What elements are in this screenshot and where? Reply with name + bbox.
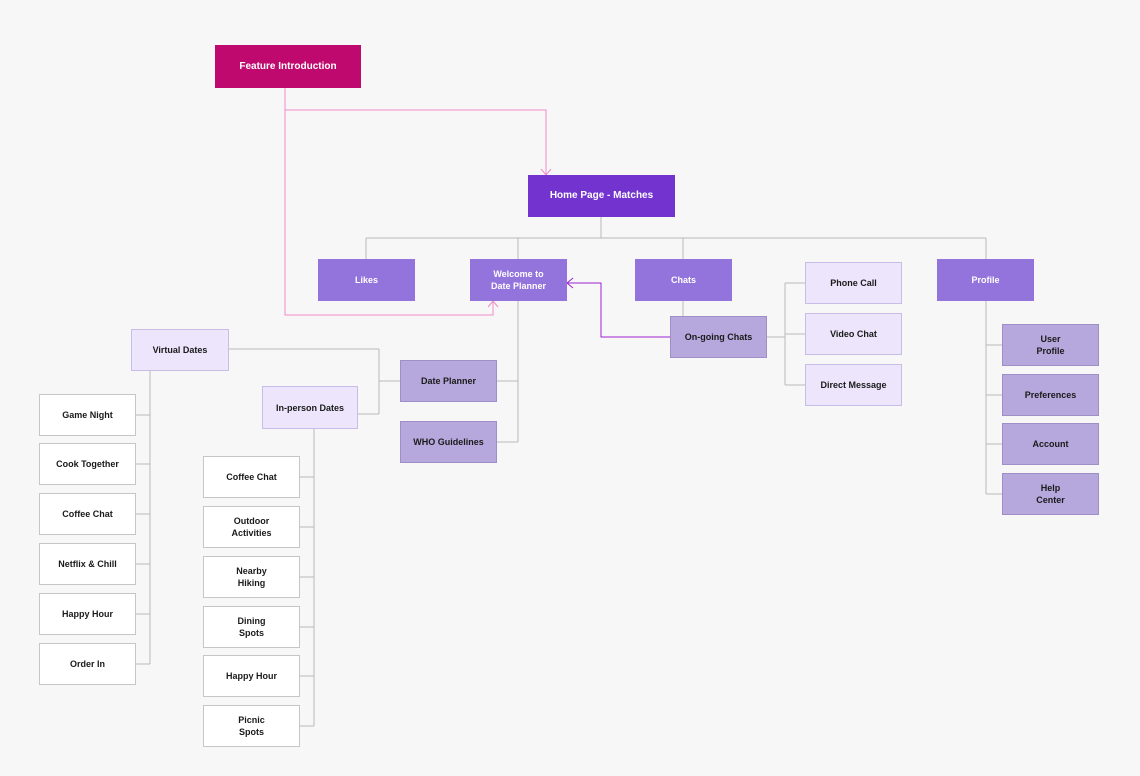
help-center-node[interactable]: Help Center xyxy=(1002,473,1099,515)
inperson-item-nearby-hiking[interactable]: Nearby Hiking xyxy=(203,556,300,598)
who-guidelines-node[interactable]: WHO Guidelines xyxy=(400,421,497,463)
date-planner-node[interactable]: Date Planner xyxy=(400,360,497,402)
inperson-item-outdoor-activities[interactable]: Outdoor Activities xyxy=(203,506,300,548)
virtual-item-netflix-chill[interactable]: Netflix & Chill xyxy=(39,543,136,585)
virtual-item-coffee-chat[interactable]: Coffee Chat xyxy=(39,493,136,535)
chats-node[interactable]: Chats xyxy=(635,259,732,301)
virtual-item-game-night[interactable]: Game Night xyxy=(39,394,136,436)
profile-node[interactable]: Profile xyxy=(937,259,1034,301)
likes-node[interactable]: Likes xyxy=(318,259,415,301)
virtual-dates-node[interactable]: Virtual Dates xyxy=(131,329,229,371)
arrow-feature-welcome xyxy=(284,110,494,316)
video-chat-node[interactable]: Video Chat xyxy=(805,313,902,355)
inperson-dates-node[interactable]: In-person Dates xyxy=(262,386,358,429)
arrow-ongoing-welcome xyxy=(567,282,670,338)
account-node[interactable]: Account xyxy=(1002,423,1099,465)
phone-call-node[interactable]: Phone Call xyxy=(805,262,902,304)
arrow-feature-home xyxy=(284,88,547,175)
inperson-item-picnic-spots[interactable]: Picnic Spots xyxy=(203,705,300,747)
virtual-item-happy-hour[interactable]: Happy Hour xyxy=(39,593,136,635)
welcome-date-planner-node[interactable]: Welcome to Date Planner xyxy=(470,259,567,301)
virtual-item-order-in[interactable]: Order In xyxy=(39,643,136,685)
inperson-item-happy-hour[interactable]: Happy Hour xyxy=(203,655,300,697)
home-page-node[interactable]: Home Page - Matches xyxy=(528,175,675,217)
preferences-node[interactable]: Preferences xyxy=(1002,374,1099,416)
virtual-item-cook-together[interactable]: Cook Together xyxy=(39,443,136,485)
feature-introduction-node[interactable]: Feature Introduction xyxy=(215,45,361,88)
user-profile-node[interactable]: User Profile xyxy=(1002,324,1099,366)
inperson-item-coffee-chat[interactable]: Coffee Chat xyxy=(203,456,300,498)
direct-message-node[interactable]: Direct Message xyxy=(805,364,902,406)
inperson-item-dining-spots[interactable]: Dining Spots xyxy=(203,606,300,648)
ongoing-chats-node[interactable]: On-going Chats xyxy=(670,316,767,358)
